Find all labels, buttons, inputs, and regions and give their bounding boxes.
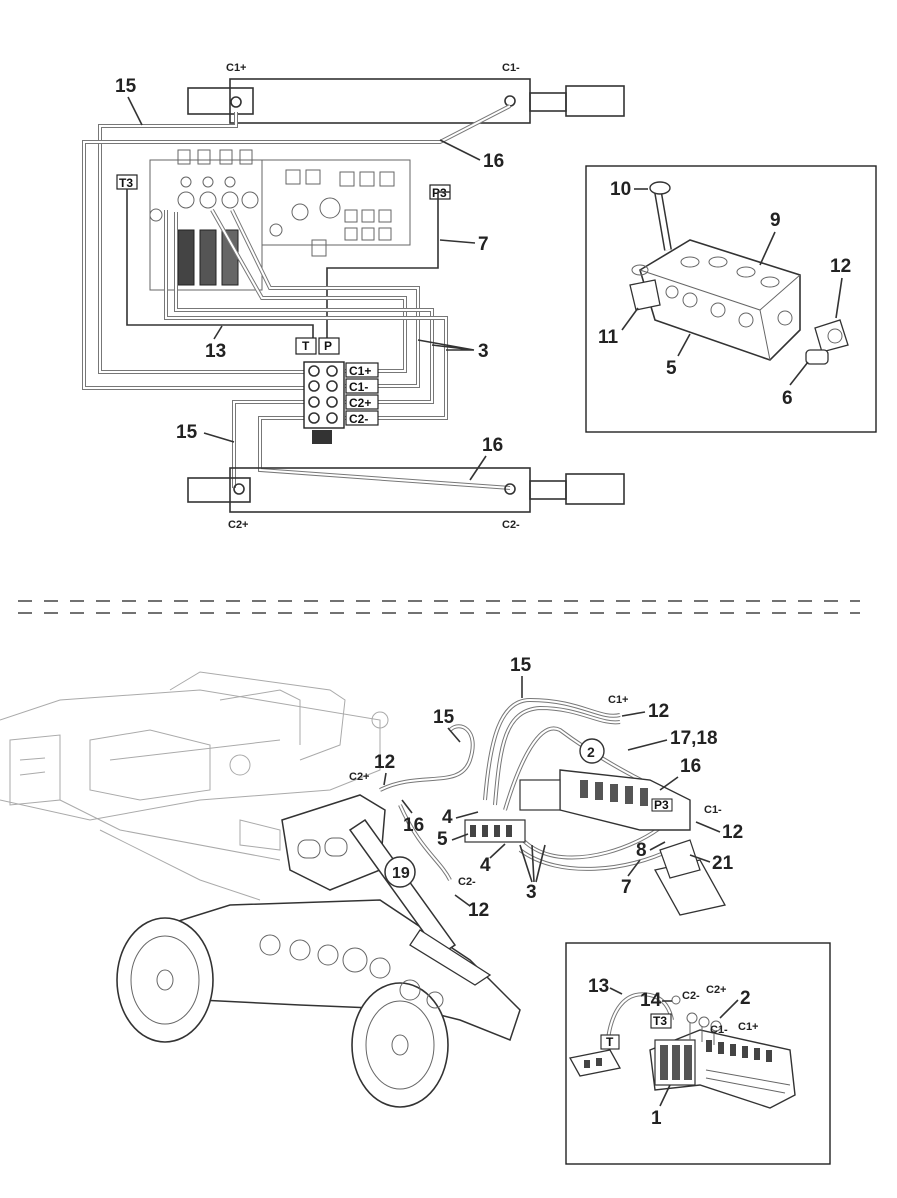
- callout-3: 3: [478, 341, 489, 362]
- port-label-c2-minus-bottom: C2-: [502, 519, 520, 531]
- assembly-panel: 19: [0, 655, 743, 1108]
- callout-16-right: 16: [680, 756, 701, 777]
- callout-7: 7: [478, 234, 489, 255]
- callout-4-upper: 4: [442, 807, 453, 828]
- callout-15-assembly-left: 15: [433, 707, 455, 728]
- assembly-port-c1-minus: C1-: [704, 804, 722, 816]
- callout-12-right: 12: [722, 822, 743, 843]
- assembly-port-c1-plus: C1+: [608, 694, 629, 706]
- block-row-c2-plus: C2+: [349, 396, 371, 410]
- assembly-port-c2-minus: C2-: [458, 876, 476, 888]
- detail-tag-t3: T3: [653, 1014, 667, 1028]
- callout-17-18: 17,18: [670, 728, 718, 749]
- port-tag-p: P: [324, 339, 332, 353]
- callout-8: 8: [636, 840, 647, 861]
- callout-12-bottom: 12: [468, 900, 489, 921]
- schematic-panel: C1+ C1-: [82, 62, 625, 531]
- arm-cylinder: 19: [281, 794, 492, 986]
- section-separator: [18, 600, 860, 614]
- schematic-hoses: [82, 104, 511, 490]
- callout-16-left: 16: [403, 815, 424, 836]
- callout-4-lower: 4: [480, 855, 491, 876]
- callout-5-detail: 5: [666, 358, 677, 379]
- callout-5-assembly: 5: [437, 829, 448, 850]
- callout-21: 21: [712, 853, 734, 874]
- detail-port-c2-plus: C2+: [706, 984, 727, 996]
- port-tag-t: T: [302, 339, 310, 353]
- callout-12-left: 12: [374, 752, 395, 773]
- port-label-c2-plus-bottom: C2+: [228, 519, 249, 531]
- port-label-c1-plus-top: C1+: [226, 62, 247, 74]
- callout-2-detail: 2: [740, 988, 751, 1009]
- callout-12-top-right: 12: [648, 701, 669, 722]
- callout-13: 13: [205, 341, 226, 362]
- block-row-c1-minus: C1-: [349, 380, 368, 394]
- callout-15-top: 15: [115, 76, 137, 97]
- valve-detail-panel: 10 9 12 11 5 6: [585, 165, 877, 433]
- cylinder-top: [187, 78, 625, 124]
- callout-15-bottom: 15: [176, 422, 198, 443]
- machine-frame: [0, 671, 389, 901]
- callout-16-top: 16: [483, 151, 504, 172]
- callout-9: 9: [770, 210, 781, 231]
- callout-2-circle: 2: [587, 744, 595, 760]
- callout-11: 11: [598, 327, 619, 348]
- callout-16-bottom: 16: [482, 435, 503, 456]
- detail-tag-t: T: [606, 1035, 614, 1049]
- port-tag-p3: P3: [432, 186, 447, 200]
- port-label-c1-minus-top: C1-: [502, 62, 520, 74]
- cylinder-bottom: [187, 467, 625, 513]
- callout-7-assembly: 7: [621, 877, 632, 898]
- assembly-valve-bank: 2 P3: [464, 738, 726, 916]
- bogie-axle: [116, 899, 521, 1108]
- detail-port-c2-minus: C2-: [682, 990, 700, 1002]
- assembly-tag-p3: P3: [654, 798, 669, 812]
- distribution-block: T P C1+ C1- C2+ C2-: [295, 337, 379, 444]
- callout-12-detail: 12: [830, 256, 851, 277]
- callout-3-assembly: 3: [526, 882, 537, 903]
- block-row-c1-plus: C1+: [349, 364, 371, 378]
- callout-14: 14: [640, 990, 662, 1011]
- valve-bank: [149, 149, 411, 291]
- callout-19: 19: [392, 865, 410, 882]
- detail-port-c1-plus: C1+: [738, 1021, 759, 1033]
- port-tag-t3: T3: [119, 176, 133, 190]
- callout-1: 1: [651, 1108, 662, 1129]
- assembly-port-c2-plus: C2+: [349, 771, 370, 783]
- manifold-detail-panel: T T3 C2- C2+ C1- C1+ 13 14 2 1: [565, 942, 831, 1165]
- block-row-c2-minus: C2-: [349, 412, 368, 426]
- assembly-hoses: [379, 697, 682, 881]
- callout-10: 10: [610, 179, 631, 200]
- callout-6: 6: [782, 388, 793, 409]
- callout-13-detail: 13: [588, 976, 609, 997]
- callout-15-assembly-top: 15: [510, 655, 532, 676]
- detail-port-c1-minus: C1-: [710, 1024, 728, 1036]
